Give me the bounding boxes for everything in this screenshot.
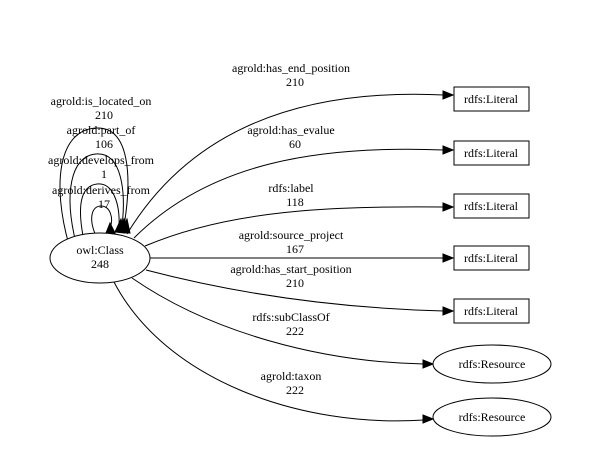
edge-label-has-start-position: agrold:has_start_position 210 <box>230 262 351 290</box>
self-loop-develops-from <box>79 183 126 242</box>
edge-path <box>131 277 425 365</box>
node-label: rdfs:Resource <box>459 357 526 371</box>
edge-label-count: 222 <box>286 324 304 338</box>
node-label: rdfs:Literal <box>464 146 519 160</box>
edge-label-name: rdfs:subClassOf <box>252 310 329 324</box>
node-ellipse <box>432 344 552 384</box>
loop-label-name: agrold:develops_from <box>48 153 155 167</box>
loop-label-is-located-on: agrold:is_located_on 210 <box>51 94 152 122</box>
node-box <box>453 298 530 324</box>
edge-path <box>126 93 445 235</box>
node-rdfs-resource[interactable]: rdfs:Resource <box>432 344 552 384</box>
node-rdfs-literal[interactable]: rdfs:Literal <box>453 193 530 219</box>
edge-label-source-project: agrold:source_project 167 <box>239 228 344 256</box>
arrowhead <box>422 359 435 369</box>
arrowhead <box>114 217 126 234</box>
node-ellipse <box>432 397 552 437</box>
edge-path <box>113 281 425 422</box>
edge-label-name: agrold:taxon <box>261 369 322 383</box>
node-rdfs-literal[interactable]: rdfs:Literal <box>453 140 530 166</box>
edge-label-name: agrold:has_end_position <box>232 61 350 75</box>
node-label: rdfs:Literal <box>464 304 519 318</box>
self-loop-edge <box>79 183 120 242</box>
node-label: owl:Class <box>76 243 124 257</box>
self-loop-edge <box>59 127 129 246</box>
node-box <box>453 245 530 271</box>
arrowhead <box>442 306 455 316</box>
edge-label-count: 60 <box>289 137 301 151</box>
loop-label-part-of: agrold:part_of 106 <box>67 123 136 151</box>
edge-path <box>145 269 445 312</box>
self-loop-derives-from <box>91 205 116 237</box>
node-label: rdfs:Literal <box>464 199 519 213</box>
node-box <box>453 193 530 219</box>
node-label: rdfs:Literal <box>464 251 519 265</box>
arrowhead <box>442 253 455 263</box>
edge-label-has-end-position: agrold:has_end_position 210 <box>232 61 350 89</box>
arrowhead <box>105 221 116 234</box>
edge-path <box>133 148 445 239</box>
edge-label-count: 118 <box>286 195 304 209</box>
arrowhead <box>422 414 435 424</box>
node-owl-class[interactable]: owl:Class 248 <box>49 232 151 284</box>
edge-label-count: 210 <box>286 276 304 290</box>
loop-label-derives-from: agrold:derives_from 17 <box>52 183 151 211</box>
loop-label-name: agrold:part_of <box>67 123 136 137</box>
loop-label-count: 17 <box>98 197 110 211</box>
edge-path <box>144 206 445 247</box>
loop-label-name: agrold:derives_from <box>52 183 151 197</box>
self-loop-edge <box>69 153 124 244</box>
arrowhead <box>442 145 455 155</box>
edge-label-count: 167 <box>286 242 304 256</box>
edge-label-name: agrold:has_start_position <box>230 262 351 276</box>
node-ellipse <box>49 232 151 284</box>
node-box <box>453 86 530 112</box>
node-rdfs-literal[interactable]: rdfs:Literal <box>453 245 530 271</box>
edge-has-start-position <box>145 269 455 316</box>
edge-subclassof <box>131 277 435 369</box>
loop-label-develops-from: agrold:develops_from 1 <box>48 153 155 181</box>
edge-rdfs-label <box>144 202 455 247</box>
edge-label-has-evalue: agrold:has_evalue 60 <box>247 123 334 151</box>
edge-taxon <box>113 281 435 424</box>
edge-label-name: agrold:has_evalue <box>247 123 334 137</box>
node-label: rdfs:Literal <box>464 92 519 106</box>
self-loop-edge <box>91 205 113 237</box>
edge-has-evalue <box>133 145 455 239</box>
node-rdfs-resource[interactable]: rdfs:Resource <box>432 397 552 437</box>
edge-label-count: 222 <box>286 383 304 397</box>
loop-label-count: 1 <box>101 167 107 181</box>
loop-label-name: agrold:is_located_on <box>51 94 152 108</box>
node-label: rdfs:Resource <box>459 410 526 424</box>
loop-label-count: 106 <box>95 137 113 151</box>
node-rdfs-literal[interactable]: rdfs:Literal <box>453 86 530 112</box>
arrowhead <box>442 90 455 100</box>
node-rdfs-literal[interactable]: rdfs:Literal <box>453 298 530 324</box>
edge-source-project <box>150 253 455 263</box>
edge-label-rdfs-label: rdfs:label 118 <box>268 181 314 209</box>
edge-label-name: agrold:source_project <box>239 228 344 242</box>
edge-label-count: 210 <box>286 75 304 89</box>
loop-label-count: 210 <box>95 108 113 122</box>
edge-has-end-position <box>126 90 455 235</box>
node-box <box>453 140 530 166</box>
arrowhead <box>442 202 455 212</box>
node-count: 248 <box>91 257 109 271</box>
edge-label-name: rdfs:label <box>268 181 314 195</box>
edge-label-subclassof: rdfs:subClassOf 222 <box>252 310 329 338</box>
edge-label-taxon: agrold:taxon 222 <box>261 369 322 397</box>
